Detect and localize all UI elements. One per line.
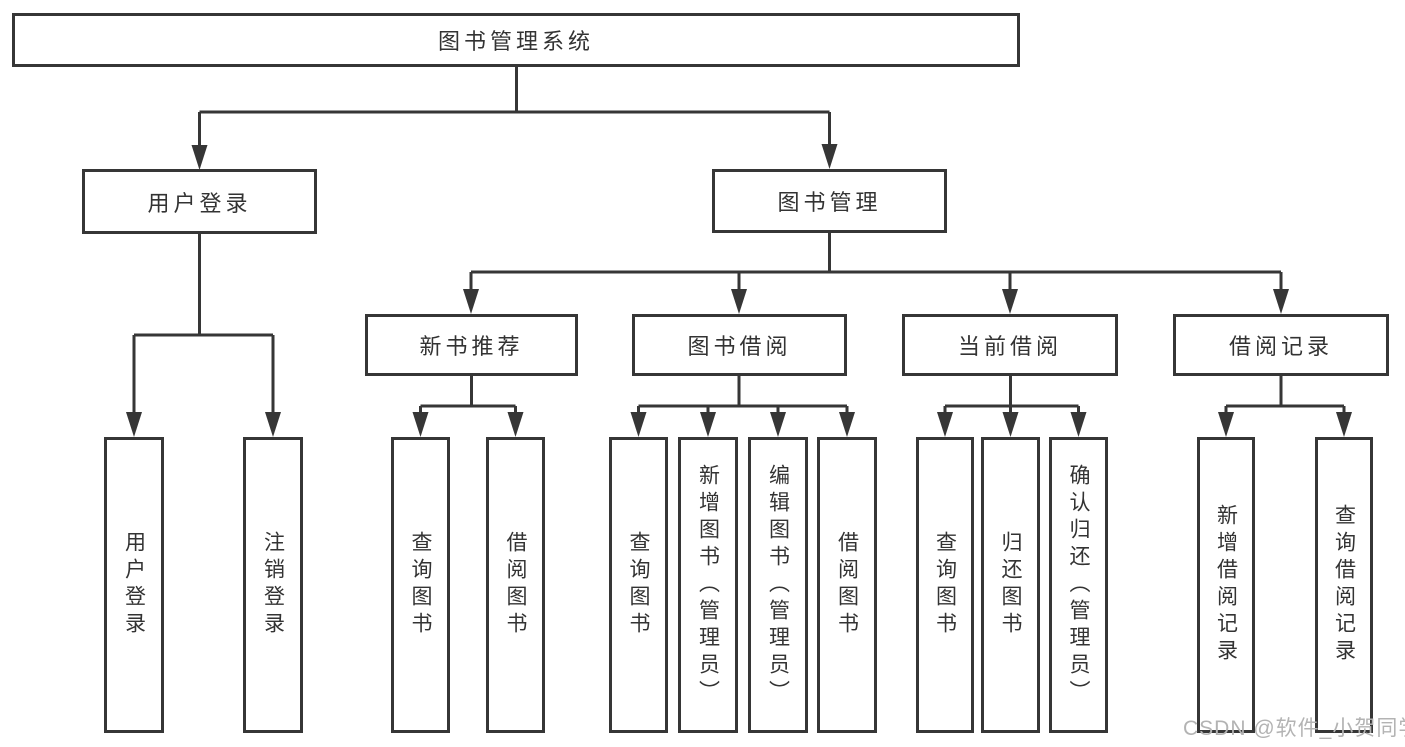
node-book-borrow-label: 图书借阅 [687, 334, 792, 359]
watermark: CSDN @软件_小贺同学 [1183, 717, 1405, 740]
connector-book-mgmt-children [463, 233, 1289, 314]
leaf-br-add-record-label: 新增借阅记录 [1214, 504, 1238, 666]
node-book-management-label: 图书管理 [777, 190, 882, 215]
leaf-br-add-record: 新增借阅记录 [1197, 437, 1255, 733]
node-borrow-record-label: 借阅记录 [1228, 334, 1333, 359]
leaf-logout-login: 注销登录 [243, 437, 303, 733]
connector-borrow-record-children [1218, 376, 1352, 437]
leaf-rec-query-book-label: 查询图书 [409, 531, 432, 639]
leaf-br-query-record-label: 查询借阅记录 [1332, 504, 1356, 666]
leaf-cb-return-book: 归还图书 [981, 437, 1040, 733]
node-new-book-recommend-label: 新书推荐 [419, 334, 524, 359]
node-new-book-recommend: 新书推荐 [365, 314, 578, 376]
leaf-cb-query-book-label: 查询图书 [933, 531, 957, 639]
leaf-cb-confirm-return-admin-label: 确认归还（管理员） [1067, 463, 1090, 707]
leaf-bb-edit-book-admin-label: 编辑图书（管理员） [766, 463, 790, 707]
node-current-borrow: 当前借阅 [902, 314, 1118, 376]
leaf-br-query-record: 查询借阅记录 [1315, 437, 1373, 733]
leaf-bb-add-book-admin-label: 新增图书（管理员） [696, 463, 720, 707]
node-book-management: 图书管理 [712, 169, 947, 233]
leaf-user-login-label: 用户登录 [122, 531, 146, 639]
leaf-cb-return-book-label: 归还图书 [999, 531, 1022, 639]
leaf-bb-add-book-admin: 新增图书（管理员） [678, 437, 738, 733]
leaf-bb-borrow-book-label: 借阅图书 [835, 531, 859, 639]
node-user-login-label: 用户登录 [147, 190, 252, 216]
node-root: 图书管理系统 [12, 13, 1020, 67]
connector-book-borrow-children [630, 376, 855, 437]
node-user-login: 用户登录 [82, 169, 317, 234]
node-book-borrow: 图书借阅 [632, 314, 847, 376]
leaf-bb-query-book-label: 查询图书 [627, 531, 650, 639]
leaf-user-login: 用户登录 [104, 437, 164, 733]
leaf-logout-login-label: 注销登录 [261, 531, 285, 639]
node-current-borrow-label: 当前借阅 [957, 334, 1062, 359]
leaf-bb-query-book: 查询图书 [609, 437, 668, 733]
leaf-bb-borrow-book: 借阅图书 [817, 437, 877, 733]
leaf-cb-confirm-return-admin: 确认归还（管理员） [1049, 437, 1108, 733]
leaf-rec-query-book: 查询图书 [391, 437, 450, 733]
connector-new-book-rec-children [412, 376, 524, 437]
connector-current-borrow-children [937, 376, 1087, 437]
node-borrow-record: 借阅记录 [1173, 314, 1389, 376]
leaf-bb-edit-book-admin: 编辑图书（管理员） [748, 437, 808, 733]
leaf-cb-query-book: 查询图书 [916, 437, 974, 733]
node-root-label: 图书管理系统 [437, 29, 594, 54]
connector-root-to-level2 [191, 67, 838, 170]
leaf-rec-borrow-book: 借阅图书 [486, 437, 545, 733]
connector-user-login-children [126, 234, 281, 437]
leaf-rec-borrow-book-label: 借阅图书 [504, 531, 527, 639]
